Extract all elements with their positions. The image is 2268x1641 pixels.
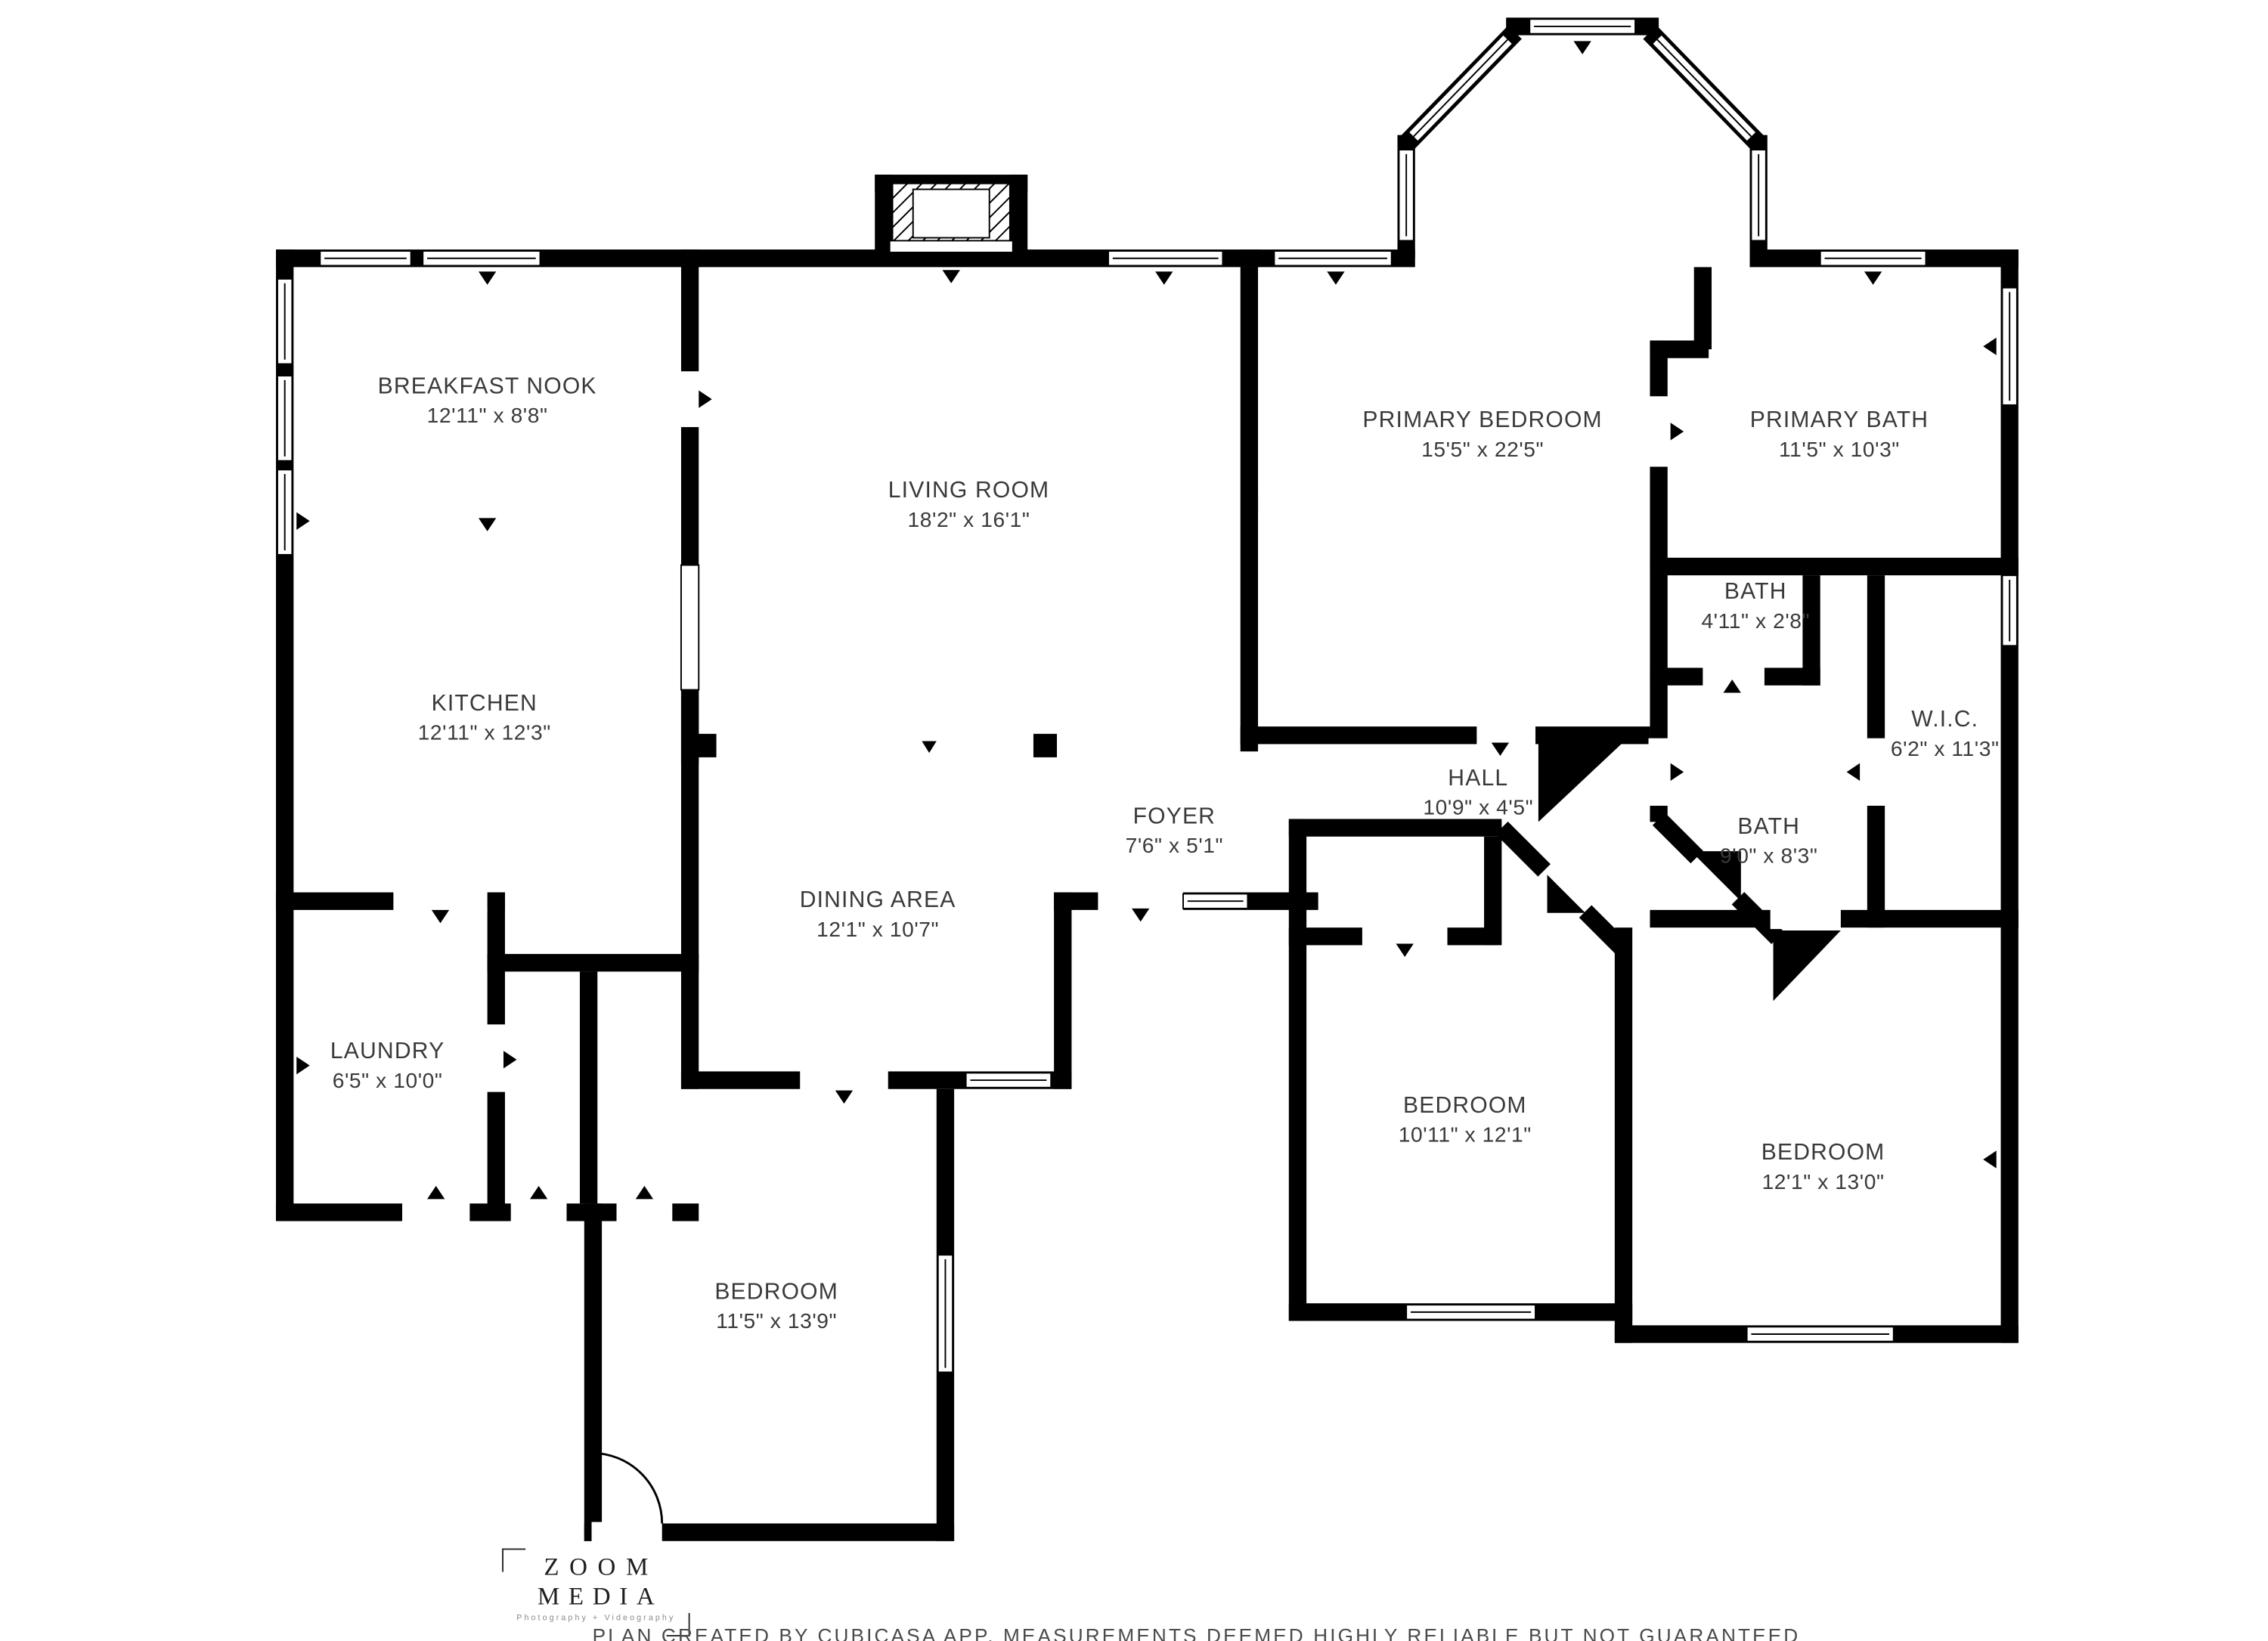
door-direction-icons [296,41,1997,1200]
room-label-hall: HALL 10'9" x 4'5" [1423,763,1533,825]
room-dims: 7'6" x 5'1" [1125,834,1224,859]
room-label-bedroom-1: BEDROOM 10'11" x 12'1" [1399,1091,1532,1153]
room-dims: 12'1" x 10'7" [816,918,940,943]
room-label-wic: W.I.C. 6'2" x 11'3" [1891,704,2000,766]
room-name: PRIMARY BEDROOM [1362,407,1603,433]
logo-tagline: Photography + Videography [516,1614,676,1624]
walls [276,17,2019,1541]
room-name: BATH [1724,579,1787,605]
room-name: PRIMARY BATH [1749,407,1929,433]
room-name: FOYER [1132,804,1216,830]
room-dims: 15'5" x 22'5" [1421,438,1545,463]
room-label-laundry: LAUNDRY 6'5" x 10'0" [330,1036,445,1098]
room-name: BEDROOM [714,1280,838,1305]
room-label-bath-small: BATH 4'11" x 2'8" [1701,577,1810,639]
room-dims: 11'5" x 13'9" [716,1310,838,1335]
fireplace-icon [888,182,1014,253]
room-dims: 12'11" x 8'8" [426,404,548,429]
room-name: DINING AREA [799,887,956,913]
room-label-foyer: FOYER 7'6" x 5'1" [1126,801,1224,863]
room-dims: 4'11" x 2'8" [1701,610,1811,634]
room-name: BEDROOM [1402,1093,1527,1119]
room-name: LAUNDRY [330,1039,445,1064]
room-dims: 6'2" x 11'3" [1890,738,2000,762]
room-label-living-room: LIVING ROOM 18'2" x 16'1" [888,475,1049,537]
room-label-bath: BATH 9'0" x 8'3" [1720,812,1818,874]
room-dims: 10'9" x 4'5" [1423,797,1534,821]
room-dims: 10'11" x 12'1" [1398,1124,1532,1148]
windows [277,18,2018,1373]
room-name: HALL [1448,766,1509,791]
logo-bracket-icon [502,1548,526,1572]
room-label-dining-area: DINING AREA 12'1" x 10'7" [800,885,956,947]
room-dims: 6'5" x 10'0" [332,1070,443,1094]
room-name: W.I.C. [1911,707,1979,732]
door-arc-icon [591,1451,664,1524]
room-dims: 12'1" x 13'0" [1761,1171,1885,1195]
room-name: BREAKFAST NOOK [377,374,597,400]
door-openings [393,371,1887,1543]
room-name: LIVING ROOM [888,478,1050,504]
logo-text-media: MEDIA [537,1582,664,1611]
disclaimer-text: PLAN CREATED BY CUBICASA APP. MEASUREMEN… [592,1624,1801,1641]
room-name: KITCHEN [431,691,538,717]
room-dims: 9'0" x 8'3" [1719,845,1818,869]
room-label-primary-bedroom: PRIMARY BEDROOM 15'5" x 22'5" [1362,405,1602,467]
logo-text-zoom: ZOOM [544,1553,658,1581]
room-dims: 18'2" x 16'1" [907,509,1030,533]
room-label-breakfast-nook: BREAKFAST NOOK 12'11" x 8'8" [378,371,597,433]
room-label-bedroom-3: BEDROOM 11'5" x 13'9" [714,1277,838,1339]
room-name: BATH [1737,814,1801,840]
logo-bracket-icon [666,1612,690,1636]
room-name: BEDROOM [1761,1140,1885,1166]
zoom-media-logo: ZOOM MEDIA Photography + Videography [502,1548,690,1636]
room-label-primary-bath: PRIMARY BATH 11'5" x 10'3" [1750,405,1929,467]
room-label-kitchen: KITCHEN 12'11" x 12'3" [418,689,551,751]
room-label-bedroom-2: BEDROOM 12'1" x 13'0" [1761,1138,1885,1200]
room-dims: 11'5" x 10'3" [1778,438,1900,463]
room-dims: 12'11" x 12'3" [417,722,551,746]
